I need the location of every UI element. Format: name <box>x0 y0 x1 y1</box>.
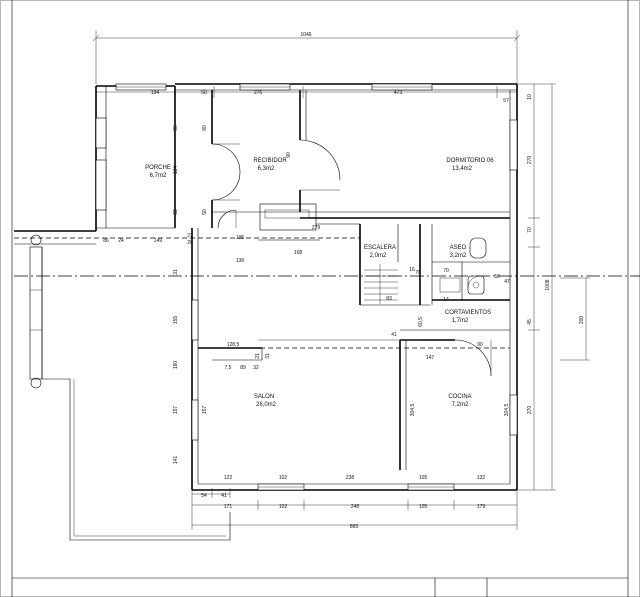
room-name-cocina: COCINA <box>448 394 471 400</box>
fixtures <box>439 237 487 295</box>
dim-int: 80 <box>202 125 208 131</box>
dim-int: 16 <box>409 267 415 273</box>
dim-int: 304,5 <box>410 404 416 417</box>
dim-int: 14 <box>443 297 449 303</box>
dim-int: 132 <box>477 475 486 481</box>
room-area-dormitorio: 13,4m2 <box>452 166 473 172</box>
room-name-dormitorio: DORMITORIO 06 <box>446 158 494 164</box>
dim-int: 89 <box>240 365 246 371</box>
dim-int: 47 <box>504 279 510 285</box>
dim-int: 41 <box>391 332 397 338</box>
dim-top-1: 194 <box>151 90 160 96</box>
dim-int: 86 <box>103 238 109 244</box>
room-name-cortavientos: CORTAVIENTOS <box>445 310 491 316</box>
dim-right-5: 270 <box>527 406 533 415</box>
dim-right-2: 270 <box>527 156 533 165</box>
dim-bottom-4: 105 <box>419 504 428 510</box>
dim-bottom-3: 248 <box>351 504 360 510</box>
dim-right-partial: 200 <box>579 316 585 325</box>
dim-int: 279 <box>312 225 321 231</box>
right-dimensions: 10 270 70 45 270 1008 200 <box>518 83 590 491</box>
dim-bottom-overall: 865 <box>350 524 359 530</box>
dim-int: 136 <box>236 258 245 264</box>
room-area-recibidor: 6,3m2 <box>258 166 275 172</box>
dim-int: 122 <box>224 475 233 481</box>
room-area-aseo: 3,2m2 <box>450 253 467 259</box>
dim-int: 21 <box>187 233 193 239</box>
dim-int: 147 <box>426 355 435 361</box>
dim-int: 105 <box>236 235 245 241</box>
dim-int: 304,5 <box>504 404 510 417</box>
dim-int: 60,5 <box>418 317 424 327</box>
dim-top-2: 50 <box>201 90 207 96</box>
room-name-salon: SALON <box>254 394 274 400</box>
dim-int: 24 <box>118 238 124 244</box>
room-area-cocina: 7,2m2 <box>452 402 469 408</box>
axis-lines <box>14 237 640 349</box>
dim-int: 134 <box>173 166 179 175</box>
dim-int: 141 <box>173 456 179 465</box>
dim-int: 96 <box>173 125 179 131</box>
dim-int: 149 <box>154 238 163 244</box>
dim-int: 31 <box>265 353 271 359</box>
top-dimensions: 1046 194 50 276 473 57 <box>92 30 521 104</box>
dim-int: 168 <box>294 250 303 256</box>
dim-int: 70 <box>415 270 421 276</box>
dim-int: 157 <box>202 406 208 415</box>
dim-top-4: 473 <box>394 90 403 96</box>
windows <box>95 83 518 491</box>
room-area-escalera: 2,0m2 <box>370 253 387 259</box>
dim-int: 90 <box>477 342 483 348</box>
dim-top-3: 276 <box>254 90 263 96</box>
room-name-porche: PORCHE <box>145 165 171 171</box>
room-name-recibidor: RECIBIDOR <box>253 158 287 164</box>
dim-right-overall: 1008 <box>545 279 551 290</box>
toilet-icon <box>469 237 487 259</box>
dim-int: 31 <box>173 269 179 275</box>
dim-int: 50 <box>202 209 208 215</box>
dim-int: 157 <box>173 406 179 415</box>
room-area-porche: 6,7m2 <box>150 173 167 179</box>
room-area-salon: 26,0m2 <box>256 402 277 408</box>
dim-right-3: 70 <box>527 227 533 233</box>
dim-int: 180 <box>173 361 179 370</box>
dim-bottom-2: 102 <box>279 504 288 510</box>
dim-int: 155 <box>173 316 179 325</box>
dim-int: 90 <box>286 152 292 158</box>
room-name-aseo: ASEO <box>450 245 467 251</box>
dim-int: 105 <box>419 475 428 481</box>
dim-int: 7,5 <box>225 365 232 371</box>
dim-int: 20 <box>187 240 193 246</box>
dim-int: 128,5 <box>227 342 240 348</box>
room-labels: PORCHE 6,7m2 RECIBIDOR 6,3m2 DORMITORIO … <box>145 158 494 408</box>
dim-top-5: 57 <box>503 98 509 104</box>
dim-int: 102 <box>279 475 288 481</box>
dim-int: 32 <box>253 365 259 371</box>
dim-bottom-5: 179 <box>477 504 486 510</box>
dim-right-4: 45 <box>527 319 533 325</box>
terrace <box>14 230 231 541</box>
dim-bottom-b: 41 <box>221 493 227 499</box>
dim-int: 70 <box>443 268 449 274</box>
interior-dimensions: 122 102 238 105 132 149 24 86 20 21 136 … <box>103 125 510 481</box>
dim-int: 238 <box>346 475 355 481</box>
dim-overall-top: 1046 <box>300 32 311 38</box>
room-area-cortavientos: 1,7m2 <box>452 318 469 324</box>
dim-int: 92 <box>173 209 179 215</box>
room-name-escalera: ESCALERA <box>364 245 396 251</box>
dim-bottom-1: 171 <box>224 504 233 510</box>
dim-right-1: 10 <box>527 94 533 100</box>
dim-int: 50 <box>494 274 500 280</box>
dim-bottom-a: 54 <box>201 493 207 499</box>
dim-int: 83 <box>386 296 392 302</box>
dim-int: 21 <box>255 353 261 359</box>
